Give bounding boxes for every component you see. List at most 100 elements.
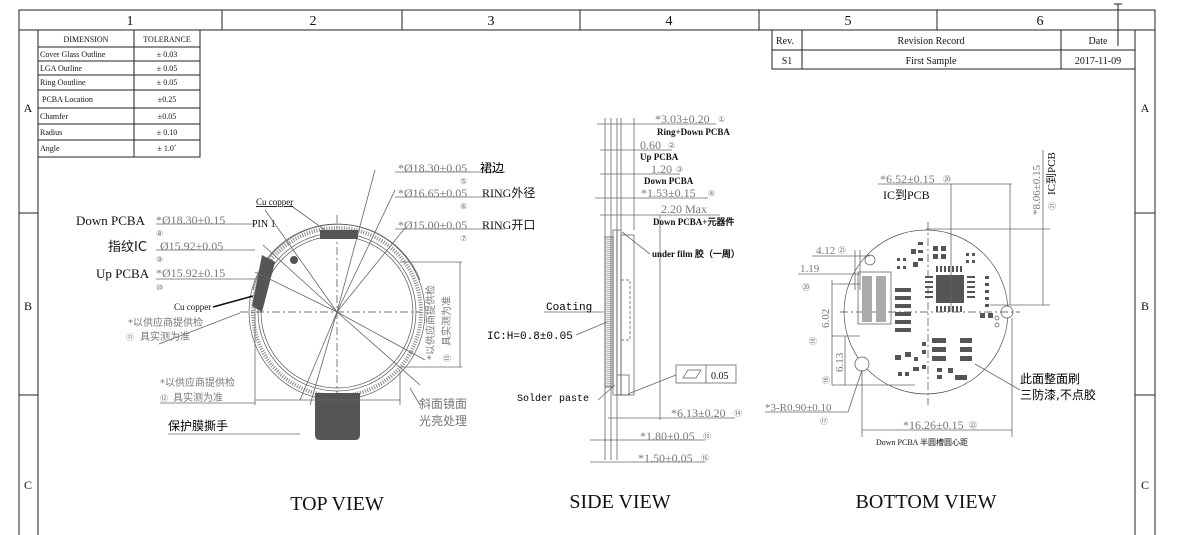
row-label-right-b: B xyxy=(1141,299,1149,313)
side-dim-1: *3.03±0.20 xyxy=(655,112,710,126)
tol-header-tolerance: TOLERANCE xyxy=(143,35,191,44)
balloon-20: ⑳ xyxy=(943,175,951,184)
balloon-9: ⑨ xyxy=(156,255,163,264)
ring-od-label: RING外径 xyxy=(482,186,535,200)
bottom-view-drawing xyxy=(765,150,1050,437)
side-view-title: SIDE VIEW xyxy=(569,491,670,513)
tol-value: ± 1.0˚ xyxy=(157,144,176,153)
ic-dim: Ø15.92±0.05 xyxy=(160,239,223,253)
bottom-view-title: BOTTOM VIEW xyxy=(856,491,997,513)
balloon-13: ⑬ xyxy=(443,354,452,362)
balloon-6: ⑥ xyxy=(460,202,467,211)
column-label-6: 6 xyxy=(1037,14,1044,29)
rev-value: S1 xyxy=(782,56,793,67)
bottom-dim-602: 6.02 xyxy=(820,309,832,328)
tol-header-dimension: DIMENSION xyxy=(64,35,109,44)
balloon-15: ⑮ xyxy=(703,432,711,441)
row-label-right-a: A xyxy=(1141,101,1150,115)
row-label-left-b: B xyxy=(24,299,32,313)
balloon-21-vertical: ㉑ xyxy=(1048,202,1057,210)
column-label-5: 5 xyxy=(845,14,852,29)
side-desc-3: Down PCBA xyxy=(644,176,694,186)
note-12-line1: *以供应商提供检 xyxy=(160,376,235,389)
tolerance-table: DIMENSION TOLERANCE Cover Glass Outline … xyxy=(37,29,201,158)
cu-copper-pad-left xyxy=(252,255,275,312)
outer-border xyxy=(18,9,1156,535)
balloon-2: ② xyxy=(668,141,675,150)
note-11-line2: 具实测为准 xyxy=(140,330,190,343)
bottom-dim-613: 6.13 xyxy=(834,352,846,372)
flatness-value: 0.05 xyxy=(711,371,729,382)
up-pcba-label: Up PCBA xyxy=(96,266,150,281)
balloon-11: ⑪ xyxy=(126,333,134,342)
rev-header-record: Revision Record xyxy=(898,36,965,47)
side-dim-3: 1.20 xyxy=(651,162,672,176)
skirt-label: 裙边 xyxy=(480,161,504,175)
down-pcba-dim: *Ø18.30±0.15 xyxy=(156,213,225,227)
bottom-dim-ic-pcb-x: *6.52±0.15 xyxy=(880,172,935,186)
fingerprint-ic-label: 指纹IC xyxy=(108,240,147,255)
balloon-21: ㉑ xyxy=(838,246,846,255)
tol-value: ± 0.03 xyxy=(157,50,177,59)
rev-record: First Sample xyxy=(906,56,957,67)
tol-dimension: Ring Ooutline xyxy=(40,78,86,87)
note-12-line2: 具实测为准 xyxy=(173,391,223,404)
bottom-desc-span: Down PCBA 半圆槽圆心距 xyxy=(876,437,968,447)
cu-copper-label-top: Cu copper xyxy=(256,197,293,207)
balloon-4: ④ xyxy=(708,189,715,198)
coating-note-line2: 三防漆,不点胶 xyxy=(1020,387,1096,402)
balloon-19: ⑲ xyxy=(809,337,818,345)
bottom-dim-119: 1.19 xyxy=(800,263,820,275)
tol-value: ± 0.10 xyxy=(157,128,177,137)
bevel-label-line1: 斜面镜面 xyxy=(419,396,467,411)
balloon-7: ⑦ xyxy=(460,234,467,243)
tol-value: ±0.05 xyxy=(158,112,176,121)
ring-open-dim: *Ø15.00±0.05 xyxy=(398,218,467,232)
balloon-20b: ⑳ xyxy=(802,283,810,292)
balloon-5: ⑤ xyxy=(460,177,467,186)
tol-dimension: Radius xyxy=(40,128,62,137)
tol-dimension: Angle xyxy=(40,144,60,153)
bottom-dim-span: *16.26±0.15 xyxy=(903,418,964,432)
row-label-right-c: C xyxy=(1141,478,1149,492)
side-dim-16: *1.50±0.05 xyxy=(638,451,693,465)
pcb-pads xyxy=(895,242,993,380)
rev-date: 2017-11-09 xyxy=(1075,56,1121,67)
bottom-view-labels: *6.52±0.15 ⑳ IC到PCB *8.06±0.15 IC到PCB ㉑ … xyxy=(765,152,1096,513)
under-film-label: under film 胶（一周） xyxy=(652,248,740,259)
side-desc-5: Down PCBA+元器件 xyxy=(653,216,734,227)
column-label-2: 2 xyxy=(310,14,317,29)
up-pcba-dim: *Ø15.92±0.15 xyxy=(156,266,225,280)
side-view-labels: *3.03±0.20 ① Ring+Down PCBA 0.60 ② Up PC… xyxy=(487,112,742,513)
coating-label: Coating xyxy=(546,302,592,314)
balloon-16: ⑯ xyxy=(701,454,709,463)
pin1-label: PIN 1 xyxy=(252,219,276,230)
cu-copper-pad-top xyxy=(320,230,358,239)
ring-open-label: RING开口 xyxy=(482,218,535,232)
bottom-dim-radius: *3-R0.90±0.10 xyxy=(765,402,832,414)
balloon-22: ㉒ xyxy=(969,421,977,430)
ic-die xyxy=(936,275,964,303)
side-desc-1: Ring+Down PCBA xyxy=(657,127,730,137)
skirt-dim: *Ø18.30±0.05 xyxy=(398,161,467,175)
cu-copper-label-left: Cu copper xyxy=(174,302,211,312)
flatness-icon xyxy=(682,369,702,379)
revision-table: Rev. Revision Record Date S1 First Sampl… xyxy=(771,29,1136,70)
tol-dimension: Cover Glass Outline xyxy=(40,50,106,59)
side-dim-2: 0.60 xyxy=(640,138,661,152)
row-dividers xyxy=(19,212,1155,396)
balloon-1: ① xyxy=(718,115,725,124)
side-view-drawing xyxy=(544,118,737,463)
rev-header-rev: Rev. xyxy=(776,36,794,47)
side-dim-4: *1.53±0.15 xyxy=(641,186,696,200)
column-label-4: 4 xyxy=(666,14,673,29)
ic-height-label: IC:H=0.8±0.05 xyxy=(487,331,573,343)
balloon-12: ⑫ xyxy=(160,394,168,403)
film-tab-shape xyxy=(315,393,360,440)
bevel-label-line2: 光亮处理 xyxy=(419,413,467,428)
top-view-title: TOP VIEW xyxy=(290,493,384,515)
bottom-desc-ic-pcb-y: IC到PCB xyxy=(1045,152,1058,195)
note-11-line1: *以供应商提供检 xyxy=(128,316,203,329)
pin1-marker xyxy=(290,256,298,264)
